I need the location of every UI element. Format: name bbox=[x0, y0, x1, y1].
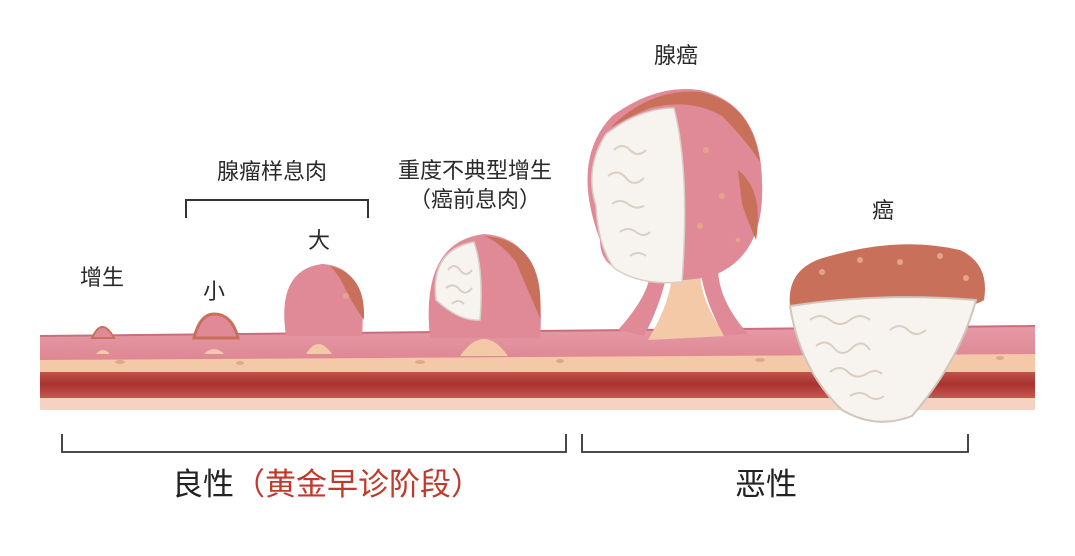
hyperplasia-polyp bbox=[90, 326, 116, 354]
adenocarcinoma-label: 腺癌 bbox=[653, 44, 699, 69]
dysplasia-polyp bbox=[428, 234, 541, 356]
adenocarcinoma-polyp bbox=[587, 89, 763, 340]
adenoma-group-bracket bbox=[185, 199, 369, 218]
large-adenoma bbox=[284, 264, 365, 354]
benign-stage-text: 良性 bbox=[172, 467, 234, 503]
cancer-label: 癌 bbox=[871, 199, 895, 224]
benign-range-bracket bbox=[61, 434, 567, 453]
large-adenoma-label: 大 bbox=[308, 229, 331, 254]
malignant-stage-label: 恶性 bbox=[735, 467, 797, 503]
dysplasia-label-line1: 重度不典型增生 bbox=[397, 159, 553, 184]
early-diagnosis-note: （黄金早诊阶段） bbox=[234, 467, 482, 503]
small-adenoma-label: 小 bbox=[203, 280, 226, 305]
small-adenoma bbox=[192, 312, 240, 354]
submucosa-flecks bbox=[115, 356, 1004, 365]
hyperplasia-label: 增生 bbox=[80, 266, 125, 291]
dysplasia-label: 重度不典型增生 （癌前息肉） bbox=[398, 158, 552, 215]
invasive-cancer bbox=[788, 244, 985, 423]
dysplasia-label-line2: （癌前息肉） bbox=[408, 187, 542, 213]
benign-stage-label: 良性（黄金早诊阶段） bbox=[172, 470, 482, 501]
malignant-range-bracket bbox=[581, 434, 969, 453]
adenoma-group-label: 腺瘤样息肉 bbox=[216, 160, 328, 185]
